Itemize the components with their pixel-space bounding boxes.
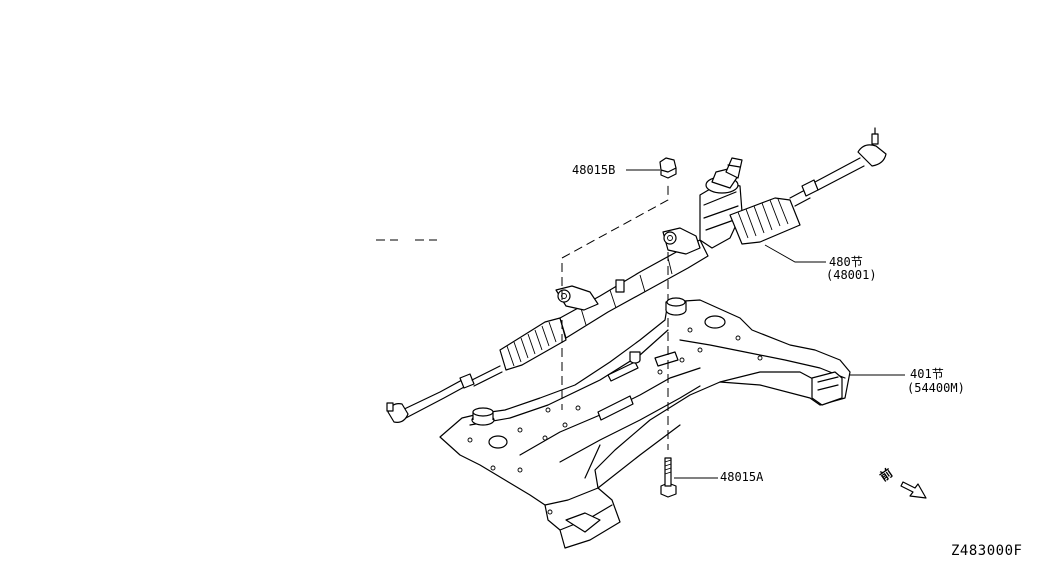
assembly-line-left: [561, 182, 669, 300]
callout-401-suffix: 节: [931, 367, 944, 381]
callout-401-number: 401: [910, 367, 932, 381]
callout-48001: (48001): [826, 268, 877, 282]
bolt-48015a: [660, 457, 677, 498]
callout-480-suffix: 节: [850, 255, 863, 269]
callout-401-ref: 401节: [910, 367, 944, 381]
callout-54400m: (54400M): [907, 381, 965, 395]
leader-480: [764, 244, 826, 263]
drawing-number: Z483000F: [951, 543, 1023, 559]
suspension-member: [439, 297, 851, 549]
front-arrow-icon: [900, 481, 927, 499]
callout-48015a: 48015A: [720, 470, 764, 484]
bolt-48015b: [659, 157, 677, 179]
callout-48015b: 48015B: [572, 163, 616, 177]
steering-gear-assembly: [386, 127, 887, 423]
callout-480-number: 480: [829, 255, 851, 269]
callout-480-ref: 480节: [829, 255, 863, 269]
